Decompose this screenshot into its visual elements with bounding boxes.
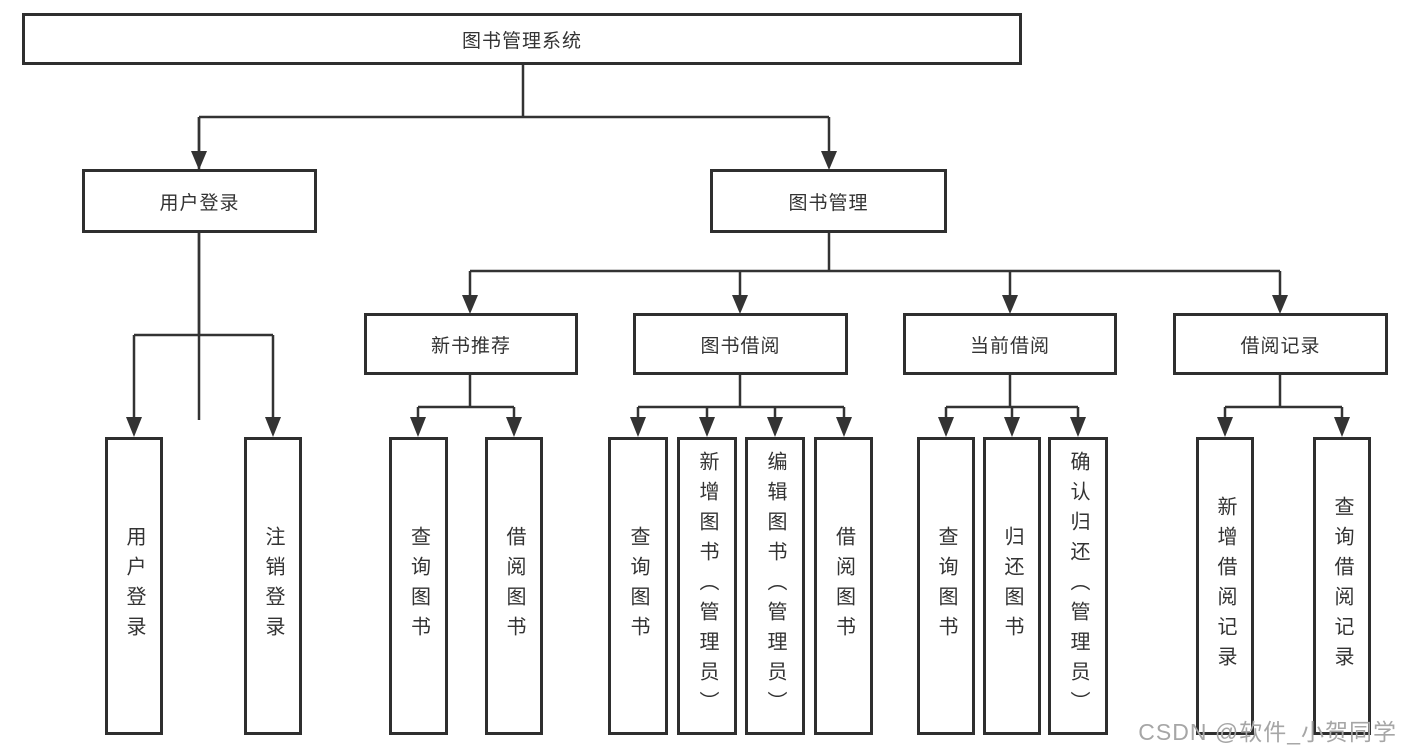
node-root-label: 图书管理系统 <box>461 30 582 52</box>
leaf-newbook-query-label: 查询图书 <box>407 526 430 646</box>
leaf-borrow-add-admin: 新增图书（管理员） <box>677 437 737 735</box>
leaf-current-confirm-admin: 确认归还（管理员） <box>1048 437 1108 735</box>
leaf-borrow-do: 借阅图书 <box>814 437 873 735</box>
arrowheads <box>126 151 1350 437</box>
connector-user-subtree <box>132 117 275 419</box>
leaf-current-confirm-admin-label: 确认归还（管理员） <box>1067 451 1089 721</box>
leaf-record-query: 查询借阅记录 <box>1313 437 1371 735</box>
node-user-login-module: 用户登录 <box>82 169 317 233</box>
node-current-borrow: 当前借阅 <box>903 313 1117 375</box>
leaf-record-add: 新增借阅记录 <box>1196 437 1254 735</box>
leaf-current-query-label: 查询图书 <box>935 526 957 646</box>
arrow-down-icon <box>699 417 715 437</box>
connector-line <box>197 65 831 420</box>
csdn-watermark: CSDN @软件_小贺同学 <box>1138 719 1397 745</box>
leaf-record-query-label: 查询借阅记录 <box>1331 496 1353 676</box>
node-new-book-recommend-label: 新书推荐 <box>430 335 511 357</box>
arrow-down-icon <box>506 417 522 437</box>
connector-line <box>416 375 516 419</box>
arrow-down-icon <box>821 151 837 170</box>
leaf-borrow-add-admin-label: 新增图书（管理员） <box>696 451 718 721</box>
arrow-down-icon <box>836 417 852 437</box>
connector-line <box>468 233 1282 296</box>
arrow-down-icon <box>1217 417 1233 437</box>
connector-root-to-level2 <box>197 65 831 420</box>
connector-line <box>1223 375 1344 419</box>
node-current-borrow-label: 当前借阅 <box>969 335 1050 357</box>
leaf-user-login: 用户登录 <box>105 437 163 735</box>
leaf-newbook-query: 查询图书 <box>389 437 448 735</box>
arrow-down-icon <box>462 295 478 314</box>
node-root: 图书管理系统 <box>22 13 1022 65</box>
leaf-user-login-label: 用户登录 <box>123 526 145 646</box>
node-book-management: 图书管理 <box>710 169 947 233</box>
connector-line <box>132 233 275 419</box>
leaf-borrow-edit-admin-label: 编辑图书（管理员） <box>764 451 786 721</box>
arrow-down-icon <box>126 417 142 437</box>
connector-line <box>636 375 846 419</box>
arrow-down-icon <box>265 417 281 437</box>
connector-line <box>944 375 1080 419</box>
arrow-down-icon <box>410 417 426 437</box>
arrow-down-icon <box>1272 295 1288 314</box>
node-book-management-label: 图书管理 <box>788 192 869 214</box>
node-user-login-module-label: 用户登录 <box>159 192 240 214</box>
leaf-borrow-edit-admin: 编辑图书（管理员） <box>745 437 805 735</box>
arrow-down-icon <box>191 151 207 170</box>
leaf-borrow-query-label: 查询图书 <box>627 526 649 646</box>
arrow-down-icon <box>1004 417 1020 437</box>
node-book-borrow: 图书借阅 <box>633 313 848 375</box>
node-book-borrow-label: 图书借阅 <box>700 335 781 357</box>
arrow-down-icon <box>630 417 646 437</box>
leaf-current-return-label: 归还图书 <box>1001 526 1023 646</box>
arrow-down-icon <box>767 417 783 437</box>
leaf-newbook-borrow: 借阅图书 <box>485 437 543 735</box>
leaf-user-logout: 注销登录 <box>244 437 302 735</box>
node-borrow-record: 借阅记录 <box>1173 313 1388 375</box>
node-borrow-record-label: 借阅记录 <box>1240 335 1321 357</box>
leaf-borrow-query: 查询图书 <box>608 437 668 735</box>
arrow-down-icon <box>1002 295 1018 314</box>
node-new-book-recommend: 新书推荐 <box>364 313 578 375</box>
leaf-borrow-do-label: 借阅图书 <box>832 526 855 646</box>
connector-level3-to-leaves <box>416 375 1344 419</box>
arrow-down-icon <box>1070 417 1086 437</box>
leaf-current-return: 归还图书 <box>983 437 1041 735</box>
leaf-current-query: 查询图书 <box>917 437 975 735</box>
arrow-down-icon <box>938 417 954 437</box>
arrow-down-icon <box>732 295 748 314</box>
leaf-user-logout-label: 注销登录 <box>262 526 284 646</box>
leaf-record-add-label: 新增借阅记录 <box>1214 496 1236 676</box>
leaf-newbook-borrow-label: 借阅图书 <box>503 526 525 646</box>
arrow-down-icon <box>1334 417 1350 437</box>
connector-book-to-level3 <box>468 233 1282 296</box>
